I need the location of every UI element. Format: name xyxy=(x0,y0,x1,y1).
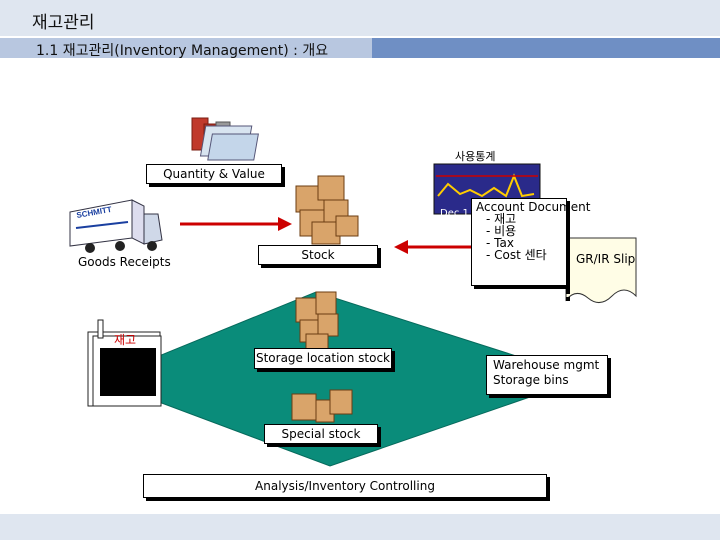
account-document-item: - Tax xyxy=(486,236,514,250)
storage-location-stock-box: Storage location stock xyxy=(254,348,392,369)
truck-icon xyxy=(69,199,163,253)
title-bar: 재고관리 xyxy=(0,0,720,36)
special-stock-label: Special stock xyxy=(281,427,361,441)
account-document-item: - 비용 xyxy=(486,224,517,238)
footer-bar xyxy=(0,514,720,540)
account-document-title: Account Document xyxy=(476,200,591,214)
stock-note-icon xyxy=(87,319,162,407)
chart-partial-label: Dec 1 xyxy=(440,208,469,219)
warehouse-mgmt-label: Warehouse mgmt xyxy=(493,358,600,372)
page-subtitle: 1.1 재고관리(Inventory Management) : 개요 xyxy=(36,43,329,59)
analysis-label: Analysis/Inventory Controlling xyxy=(255,479,435,493)
stock-label: Stock xyxy=(301,248,335,262)
gr-ir-slip-icon xyxy=(534,237,637,303)
quantity-value-label: Quantity & Value xyxy=(163,167,265,181)
usage-stats-label: 사용통계 xyxy=(455,150,496,163)
account-document-box: Account Document - 재고 - 비용 - Tax - Cost … xyxy=(471,198,591,286)
stock-box: Stock xyxy=(258,245,378,265)
special-stock-box: Special stock xyxy=(264,424,378,444)
gr-ir-slip-label: GR/IR Slip xyxy=(576,252,636,266)
stock-diamond xyxy=(98,291,587,467)
money-icon xyxy=(191,117,259,161)
goods-receipts-label: Goods Receipts xyxy=(78,255,171,269)
quantity-value-box: Quantity & Value xyxy=(146,164,282,184)
stock-note-label: 재고 xyxy=(114,333,137,347)
arrow-right-icon xyxy=(180,217,292,231)
subtitle-bar-light: 1.1 재고관리(Inventory Management) : 개요 xyxy=(0,38,372,59)
account-document-item: - Cost 센타 xyxy=(486,248,547,262)
page-title: 재고관리 xyxy=(32,13,95,33)
arrow-left-icon xyxy=(394,240,478,254)
account-document-item: - 재고 xyxy=(486,212,517,226)
analysis-box: Analysis/Inventory Controlling xyxy=(143,474,547,498)
storage-location-stock-label: Storage location stock xyxy=(255,351,391,365)
boxes-stack-icon xyxy=(295,175,359,245)
storage-bins-label: Storage bins xyxy=(493,373,569,387)
boxes-special-icon xyxy=(291,389,353,423)
warehouse-box: Warehouse mgmt Storage bins xyxy=(486,355,608,395)
boxes-storage-icon xyxy=(295,291,339,351)
